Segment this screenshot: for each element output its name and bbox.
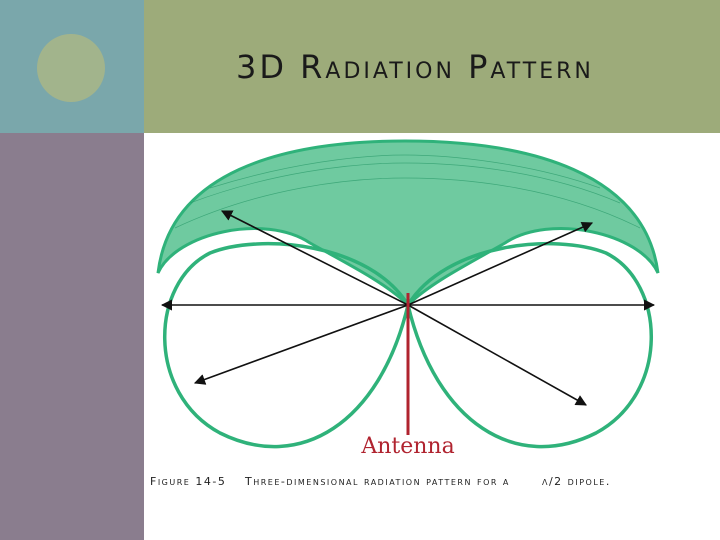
header-band [144, 0, 720, 133]
decorative-circle [37, 34, 105, 102]
left-lobe [163, 241, 410, 449]
right-lobe [406, 241, 653, 449]
figure-label: Figure 14-5 [150, 475, 227, 488]
left-bottom-panel [0, 133, 144, 540]
torus-hatching [174, 154, 641, 229]
caption-suffix: λ/2 dipole. [542, 475, 611, 488]
slide-title: 3D Radiation Pattern [236, 48, 594, 86]
torus-top-surface [156, 139, 660, 308]
radiation-pattern-diagram: Antenna [156, 139, 660, 459]
antenna-label: Antenna [360, 434, 454, 459]
caption-text: Three-dimensional radiation pattern for … [245, 475, 510, 488]
radiation-arrows [160, 210, 656, 406]
